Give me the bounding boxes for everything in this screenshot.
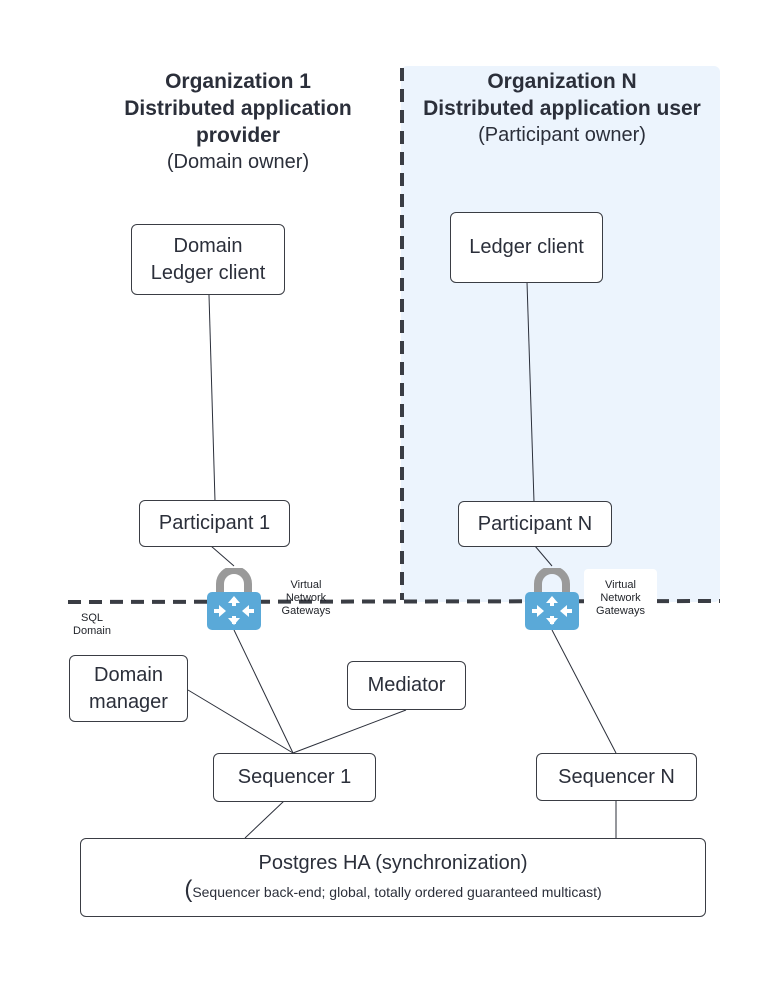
organization-n-heading: Organization N Distributed application u…	[406, 68, 718, 149]
postgres-subtitle-row: (Sequencer back-end; global, totally ord…	[184, 877, 601, 905]
postgres-ha-node[interactable]: Postgres HA (synchronization) (Sequencer…	[80, 838, 706, 917]
organization-1-heading: Organization 1 Distributed application p…	[88, 68, 388, 176]
gateway-right-line1: Virtual	[605, 579, 636, 591]
gateway-left-line3: Gateways	[281, 605, 331, 617]
connector-mediator-sequencer1	[292, 709, 407, 754]
gateway-left-line2: Network	[285, 592, 327, 604]
gateway-right-line3: Gateways	[596, 605, 645, 617]
connector-participantn-gateway	[534, 545, 553, 567]
gateway-lock-icon	[525, 566, 579, 630]
participant-n-label: Participant N	[477, 512, 593, 535]
participant-1-node[interactable]: Participant 1	[139, 500, 290, 547]
domain-ledger-client-line2: Ledger client	[150, 261, 266, 284]
orgn-title-line2: Distributed application user	[423, 97, 701, 120]
gateway-left-label: Virtual Network Gateways	[276, 579, 336, 618]
connector-domain-ledger-participant1	[208, 294, 216, 502]
mediator-label: Mediator	[367, 674, 446, 696]
sql-domain-line1: SQL	[80, 612, 103, 624]
gateway-lock-icon	[207, 566, 261, 630]
sql-domain-line2: Domain	[73, 625, 111, 637]
domain-manager-line2: manager	[89, 690, 168, 713]
connector-gateway-sequencern	[551, 629, 617, 754]
connector-domainmanager-sequencer1	[187, 689, 294, 754]
postgres-open-paren: (	[184, 876, 193, 903]
participant-1-label: Participant 1	[158, 512, 271, 534]
connector-gateway-sequencer1	[233, 629, 294, 754]
ledger-client-label: Ledger client	[469, 236, 584, 258]
domain-manager-line1: Domain	[94, 663, 163, 686]
postgres-subtitle: Sequencer back-end; global, totally orde…	[192, 884, 602, 900]
domain-manager-node[interactable]: Domain manager	[69, 655, 188, 722]
sql-domain-label: SQL Domain	[64, 612, 120, 638]
org1-title-line3: provider	[195, 124, 281, 147]
sequencer-1-label: Sequencer 1	[237, 766, 352, 788]
sequencer-1-node[interactable]: Sequencer 1	[213, 753, 376, 802]
virtual-network-gateway-right-icon[interactable]	[524, 566, 580, 632]
org1-title-line1: Organization 1	[165, 70, 311, 93]
sequencer-n-node[interactable]: Sequencer N	[536, 753, 697, 801]
domain-ledger-client-node[interactable]: Domain Ledger client	[131, 224, 285, 295]
participant-n-node[interactable]: Participant N	[458, 501, 612, 547]
orgn-subtitle: (Participant owner)	[478, 124, 646, 146]
domain-ledger-client-line1: Domain	[173, 234, 243, 257]
orgn-title-line1: Organization N	[487, 70, 637, 93]
connector-participant1-gateway	[210, 545, 235, 567]
ledger-client-node[interactable]: Ledger client	[450, 212, 603, 283]
connector-sequencer1-postgres	[244, 800, 285, 839]
domain-boundary-dashed	[67, 599, 721, 604]
gateway-right-label: Virtual Network Gateways	[584, 569, 657, 624]
org1-title-line2: Distributed application	[124, 97, 352, 120]
gateway-left-line1: Virtual	[290, 579, 322, 591]
postgres-title: Postgres HA (synchronization)	[258, 852, 528, 874]
connector-ledger-participantn	[526, 281, 535, 503]
mediator-node[interactable]: Mediator	[347, 661, 466, 710]
virtual-network-gateway-left-icon[interactable]	[206, 566, 262, 632]
sequencer-n-label: Sequencer N	[558, 765, 675, 788]
org1-subtitle: (Domain owner)	[166, 151, 310, 173]
gateway-right-line2: Network	[600, 592, 641, 604]
